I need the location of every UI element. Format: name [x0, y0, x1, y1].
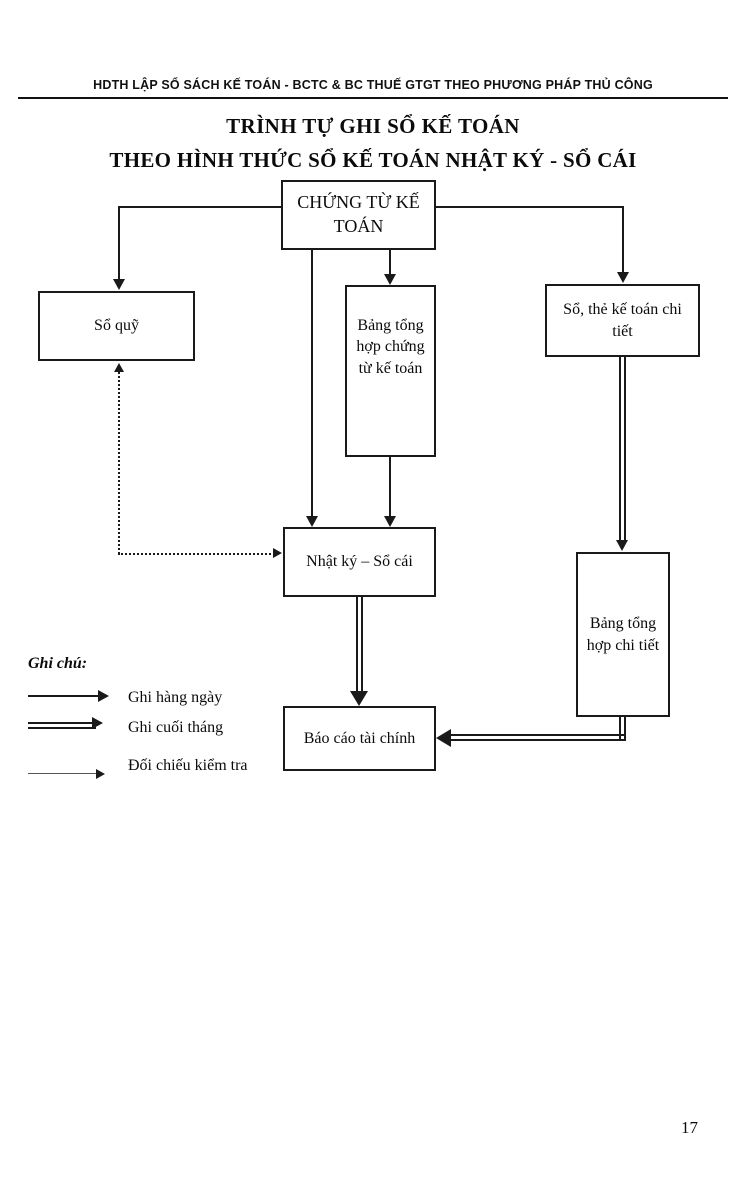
node-so-the-ke-toan-chi-tiet[interactable]: Sổ, thẻ kế toán chi tiết [545, 284, 700, 357]
edge-chungtu-sothe-vertical [622, 206, 624, 274]
legend-label-monthly: Ghi cuối tháng [128, 719, 224, 736]
node-bang-tong-hop-chung-tu[interactable]: Bảng tổng hợp chứng từ kế toán [345, 285, 436, 457]
node-bao-cao-tai-chinh[interactable]: Báo cáo tài chính [283, 706, 436, 771]
node-nhat-ky-so-cai-label: Nhật ký – Sổ cái [306, 553, 413, 571]
legend-label-daily: Ghi hàng ngày [128, 689, 223, 706]
legend: Ghi chú: Ghi hàng ngày Ghi cuối tháng Đố… [28, 655, 298, 787]
node-bao-cao-tai-chinh-label: Báo cáo tài chính [303, 729, 416, 747]
edge-soquy-nhatky-dotted-vertical [118, 372, 120, 554]
arrowhead-into-so-quy-reconcile [114, 363, 124, 372]
arrowhead-into-nhat-ky-reconcile [273, 548, 282, 558]
node-bang-tong-hop-chung-tu-label: Bảng tổng hợp chứng từ kế toán [356, 317, 425, 377]
legend-item-monthly: Ghi cuối tháng [28, 717, 298, 747]
node-bang-tong-hop-chi-tiet-label: Bảng tổng hợp chi tiết [586, 615, 660, 654]
node-so-the-ke-toan-chi-tiet-label: Sổ, thẻ kế toán chi tiết [563, 301, 682, 340]
edge-nhatky-baocao-double [356, 597, 363, 697]
node-chung-tu-ke-toan-label: CHỨNG TỪ KẾ TOÁN [297, 192, 420, 236]
legend-sample-monthly-arrow-icon [28, 717, 120, 739]
page-title-line-2: THEO HÌNH THỨC SỔ KẾ TOÁN NHẬT KÝ - SỔ C… [109, 148, 637, 172]
arrowhead-into-bang-tong-hop-chung-tu [384, 274, 396, 285]
edge-bangtonghopchitiet-baocao-double-vertical [619, 717, 626, 741]
edge-soquy-nhatky-dotted-horizontal [118, 553, 275, 555]
arrowhead-into-bang-tong-hop-chi-tiet [616, 540, 628, 551]
header-divider [18, 97, 728, 99]
node-so-quy[interactable]: Sổ quỹ [38, 291, 195, 361]
edge-chungtu-soquy-horizontal [118, 206, 283, 208]
edge-bangtonghop-nhatky-vertical [389, 457, 391, 517]
arrowhead-into-nhat-ky-from-bang-tong-hop [384, 516, 396, 527]
edge-chungtu-sothe-horizontal [435, 206, 624, 208]
node-chung-tu-ke-toan[interactable]: CHỨNG TỪ KẾ TOÁN [281, 180, 436, 250]
page-title-line-1: TRÌNH TỰ GHI SỔ KẾ TOÁN [226, 114, 520, 138]
arrowhead-into-nhat-ky-from-chung-tu [306, 516, 318, 527]
edge-bangtonghopchitiet-baocao-double-horizontal [450, 734, 626, 741]
edge-sothe-bangtonghopchitiet-double [619, 357, 626, 543]
arrowhead-into-bao-cao-from-nhat-ky [350, 691, 368, 706]
arrowhead-into-bao-cao-from-bang-tong-hop-chi-tiet [436, 729, 451, 747]
legend-sample-reconcile-arrow-icon [28, 767, 120, 789]
node-bang-tong-hop-chi-tiet[interactable]: Bảng tổng hợp chi tiết [576, 552, 670, 717]
running-header: HDTH LẬP SỔ SÁCH KẾ TOÁN - BCTC & BC THU… [93, 78, 653, 92]
node-so-quy-label: Sổ quỹ [94, 317, 139, 335]
legend-title: Ghi chú: [28, 655, 88, 672]
page-number: 17 [681, 1118, 698, 1137]
legend-item-reconcile: Đối chiếu kiểm tra [28, 747, 298, 787]
arrowhead-into-so-quy [113, 279, 125, 290]
edge-chungtu-soquy-vertical [118, 206, 120, 280]
arrowhead-into-so-the-ke-toan [617, 272, 629, 283]
node-nhat-ky-so-cai[interactable]: Nhật ký – Sổ cái [283, 527, 436, 597]
legend-item-daily: Ghi hàng ngày [28, 687, 298, 717]
legend-sample-daily-arrow-icon [28, 687, 120, 709]
legend-label-reconcile: Đối chiếu kiểm tra [128, 757, 248, 774]
edge-chungtu-nhatky-vertical [311, 249, 313, 517]
edge-chungtu-bangtonghop-vertical [389, 249, 391, 276]
